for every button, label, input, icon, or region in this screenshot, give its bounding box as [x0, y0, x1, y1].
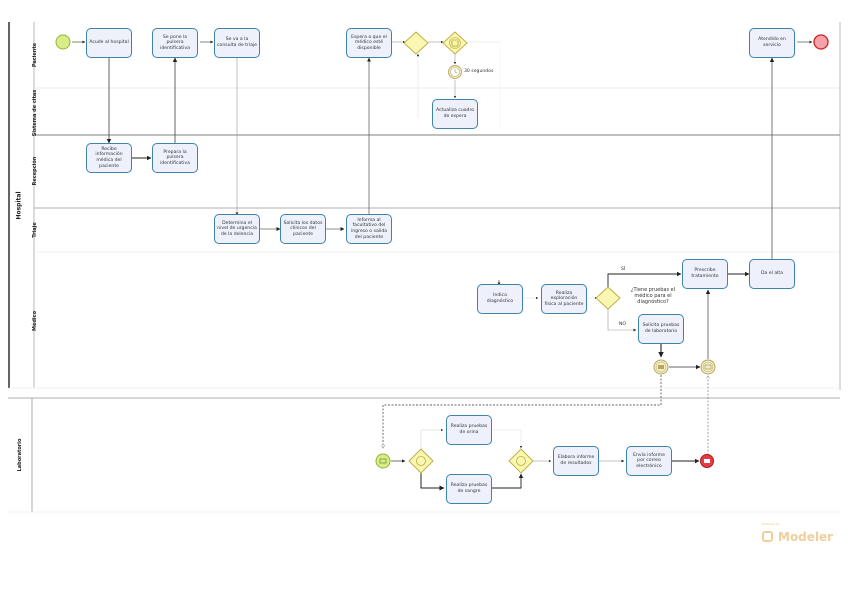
task-actualiza-cuadro[interactable]: Actualiza cuadro de espera — [432, 99, 478, 129]
parallel-gateway-join[interactable] — [508, 448, 534, 474]
modeler-logo-icon — [762, 531, 773, 542]
task-pruebas-orina[interactable]: Realiza pruebas de orina — [446, 415, 492, 445]
message-throw-event-icon[interactable] — [653, 359, 669, 375]
lane-label-paciente: Paciente — [32, 42, 38, 68]
start-event[interactable] — [55, 34, 71, 50]
watermark-powered-by: Powered by — [762, 522, 780, 526]
task-pruebas-sangre[interactable]: Realiza pruebas de sangre — [446, 474, 492, 504]
task-acude-hospital[interactable]: Acude al hospital — [86, 28, 132, 58]
message-start-event-icon[interactable] — [375, 453, 391, 469]
gateway-question-label: ¿Tiene pruebas el médico para el diagnós… — [630, 287, 676, 305]
pool-hospital — [8, 22, 841, 390]
task-informa-facultativo[interactable]: Informa al facultativo del ingreso o sal… — [346, 214, 392, 244]
parallel-gateway-split[interactable] — [408, 448, 434, 474]
task-prescribe-tratamiento[interactable]: Prescribe tratamiento — [682, 259, 728, 289]
task-va-consulta-triaje[interactable]: Se va a la consulta de triaje — [214, 28, 260, 58]
task-se-pone-pulsera[interactable]: Se pone la pulsera identificativa — [152, 28, 198, 58]
timer-event-icon[interactable] — [448, 65, 462, 79]
task-recibe-informacion[interactable]: Recibe información médica del paciente — [86, 143, 132, 173]
lane-label-recepcion: Recepción — [32, 156, 38, 186]
branch-label-no: NO — [619, 322, 627, 327]
task-atendido-servicio[interactable]: Atendido en servicio — [749, 28, 795, 58]
watermark-brand: Modeler — [778, 530, 834, 544]
timer-label: 30 segundos — [464, 69, 494, 74]
task-prepara-pulsera[interactable]: Prepara la pulsera identificativa — [152, 143, 198, 173]
exclusive-gateway-diagnosis[interactable] — [595, 286, 621, 310]
task-elabora-informe[interactable]: Elabora informe de resultados — [553, 446, 599, 476]
task-solicita-pruebas[interactable]: Solicita pruebas de laboratorio — [638, 314, 684, 344]
message-end-event-icon[interactable] — [700, 454, 714, 468]
lane-label-medico: Médico — [32, 310, 38, 332]
message-catch-event-icon[interactable] — [700, 359, 716, 375]
task-indica-diagnostico[interactable]: Indica diagnóstico — [477, 284, 523, 314]
end-event[interactable] — [813, 34, 829, 50]
event-based-gateway[interactable] — [442, 31, 468, 55]
task-solicita-datos[interactable]: Solicita los datos clínicos del paciente — [280, 214, 326, 244]
pool-laboratorio — [8, 397, 840, 513]
task-realiza-exploracion[interactable]: Realiza exploración física al paciente — [541, 284, 587, 314]
pool-label-laboratorio: Laboratorio — [17, 438, 23, 472]
pool-label-hospital: Hospital — [15, 191, 23, 220]
lane-label-sistema-citas: Sistema de citas — [32, 89, 38, 137]
task-envia-informe[interactable]: Envía informe por correo electrónico — [626, 446, 672, 476]
task-da-alta[interactable]: Da el alta — [749, 259, 795, 289]
branch-label-yes: SÍ — [621, 267, 626, 272]
task-espera-medico[interactable]: Espera a que el médico esté disponible — [346, 28, 392, 58]
task-determina-urgencia[interactable]: Determina el nivel de urgencia de la dol… — [214, 214, 260, 244]
lane-label-triaje: Triaje — [32, 222, 38, 238]
exclusive-gateway-wait[interactable] — [403, 31, 429, 55]
